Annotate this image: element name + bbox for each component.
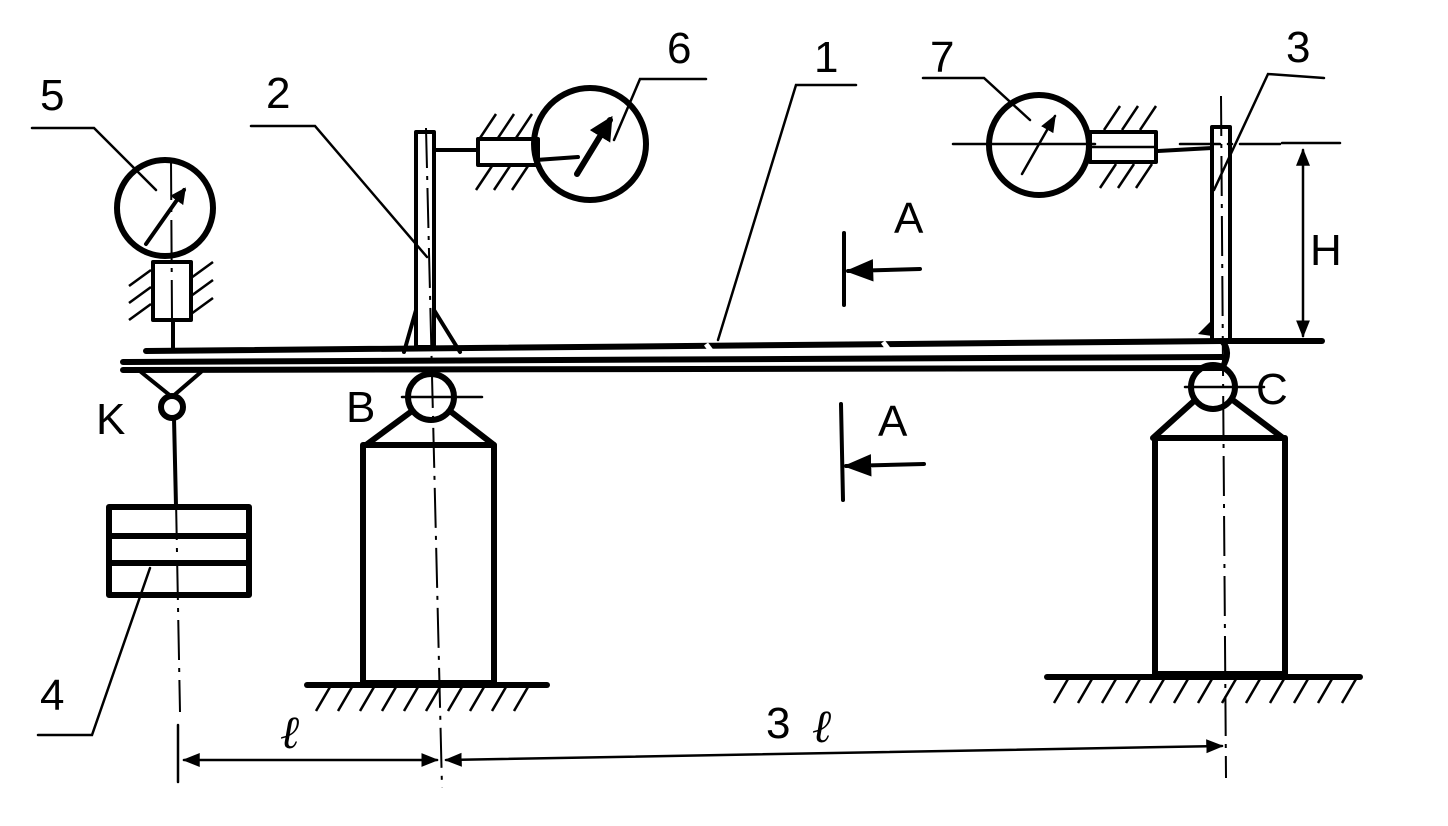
- weight-4: [106, 499, 252, 713]
- gauge-6: [474, 85, 649, 203]
- section-a-bottom: [839, 402, 926, 502]
- label-gauge-6: 6: [667, 24, 691, 73]
- label-section-a-bottom: A: [878, 397, 908, 446]
- label-gauge-7: 7: [930, 33, 954, 82]
- label-span-long-prefix: 3: [766, 699, 790, 748]
- beam: [120, 338, 1325, 373]
- label-hinge-k: K: [96, 395, 125, 444]
- span-dimensions: [176, 723, 1224, 784]
- gauge-5: [114, 157, 216, 353]
- label-height-h: H: [1310, 226, 1342, 275]
- label-support-b: B: [346, 383, 375, 432]
- label-stand-2: 2: [266, 69, 290, 118]
- stand-2: [402, 130, 480, 354]
- label-beam-1: 1: [814, 33, 838, 82]
- section-a-top: [842, 231, 922, 307]
- height-dimension: [1280, 141, 1342, 338]
- support-b-axis: [425, 127, 443, 789]
- label-support-c: C: [1256, 365, 1288, 414]
- label-stand-3: 3: [1286, 23, 1310, 72]
- support-c-axis: [1220, 95, 1227, 779]
- gauge-7: [951, 92, 1284, 198]
- hinge-k: [139, 370, 203, 508]
- label-weight-4: 4: [40, 671, 64, 720]
- leader-lines: [30, 72, 1326, 737]
- support-b: [304, 371, 550, 712]
- support-c: [1044, 362, 1363, 704]
- stand-3: [1156, 125, 1232, 343]
- label-section-a-top: A: [894, 194, 924, 243]
- label-span-short: ℓ: [280, 707, 300, 758]
- label-span-long: ℓ: [812, 701, 832, 752]
- label-gauge-5: 5: [40, 71, 64, 120]
